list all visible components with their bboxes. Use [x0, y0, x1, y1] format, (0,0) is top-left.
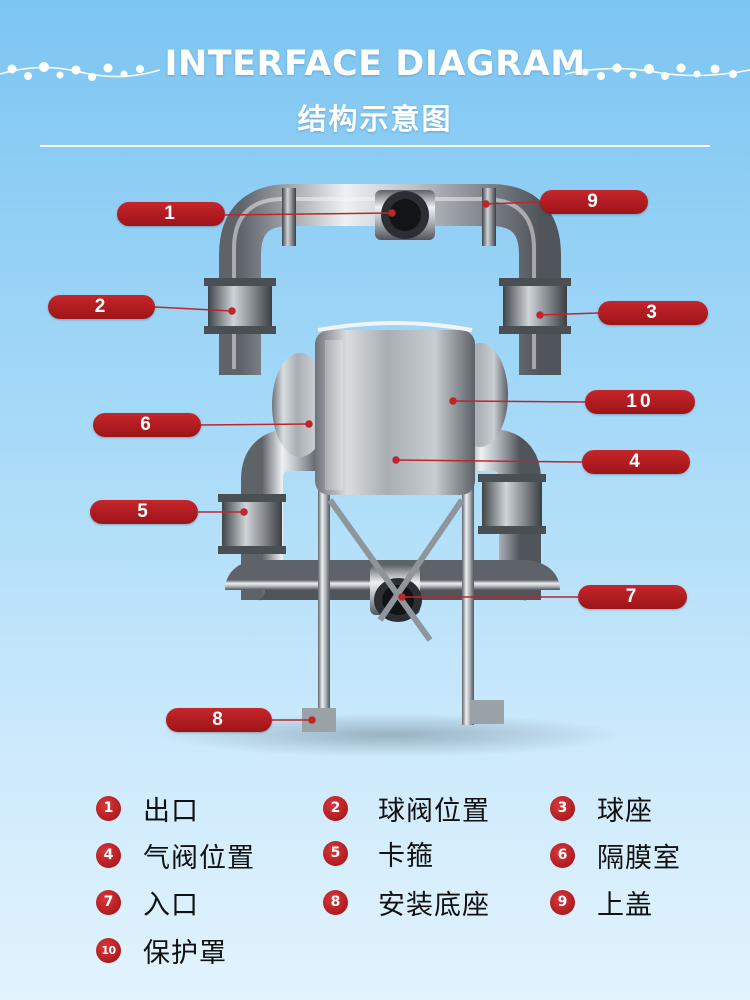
number-badge: 1	[96, 795, 121, 821]
floral-vine-right-icon	[565, 63, 750, 80]
callout-4: 4	[582, 450, 690, 474]
legend-label: 球座	[597, 795, 653, 826]
legend-item: 10 保护罩	[96, 930, 227, 970]
legend-item: 2 球阀位置	[323, 788, 490, 828]
callout-10: 10	[585, 390, 695, 414]
legend-item: 6 隔膜室	[550, 835, 681, 875]
header: INTERFACE DIAGRAM 结构示意图	[0, 0, 750, 150]
legend-item: 7 入口	[96, 882, 199, 922]
callout-5: 5	[90, 500, 198, 524]
number-badge: 8	[323, 889, 348, 915]
legend-label: 保护罩	[143, 937, 227, 968]
callout-2: 2	[48, 295, 155, 319]
legend-item: 1 出口	[96, 788, 199, 828]
number-badge: 10	[96, 937, 121, 963]
legend-item: 8 安装底座	[323, 882, 490, 922]
legend-label: 卡箍	[378, 840, 434, 871]
pump-diagram: 1 2 3 4 5 6 7 8 9 10	[0, 150, 750, 760]
legend-item: 4 气阀位置	[96, 835, 255, 875]
number-badge: 9	[550, 889, 575, 915]
number-badge: 5	[323, 840, 348, 866]
callout-7: 7	[578, 585, 687, 609]
legend-label: 球阀位置	[378, 795, 490, 826]
legend-label: 入口	[143, 889, 199, 920]
legend: 1 出口 2 球阀位置 3 球座 4 气阀位置 5 卡箍 6 隔膜室 7 入口 …	[0, 780, 750, 990]
page-title: INTERFACE DIAGRAM	[164, 44, 586, 84]
callout-3: 3	[598, 301, 708, 325]
callout-leaders	[154, 200, 599, 724]
number-badge: 7	[96, 889, 121, 915]
floral-vine-left-icon	[0, 62, 160, 81]
page-subtitle: 结构示意图	[297, 104, 453, 136]
legend-label: 气阀位置	[143, 842, 255, 873]
number-badge: 6	[550, 842, 575, 868]
callout-8: 8	[166, 708, 272, 732]
number-badge: 3	[550, 795, 575, 821]
number-badge: 4	[96, 842, 121, 868]
legend-label: 上盖	[597, 889, 653, 920]
legend-item: 3 球座	[550, 788, 653, 828]
header-divider	[40, 145, 710, 147]
legend-label: 安装底座	[378, 889, 490, 920]
callout-9: 9	[540, 190, 648, 214]
legend-label: 隔膜室	[597, 842, 681, 873]
pump-illustration	[160, 184, 620, 757]
callout-6: 6	[93, 413, 201, 437]
legend-item: 9 上盖	[550, 882, 653, 922]
legend-item: 5 卡箍	[323, 833, 434, 873]
legend-label: 出口	[143, 795, 199, 826]
number-badge: 2	[323, 795, 348, 821]
callout-1: 1	[117, 202, 225, 226]
